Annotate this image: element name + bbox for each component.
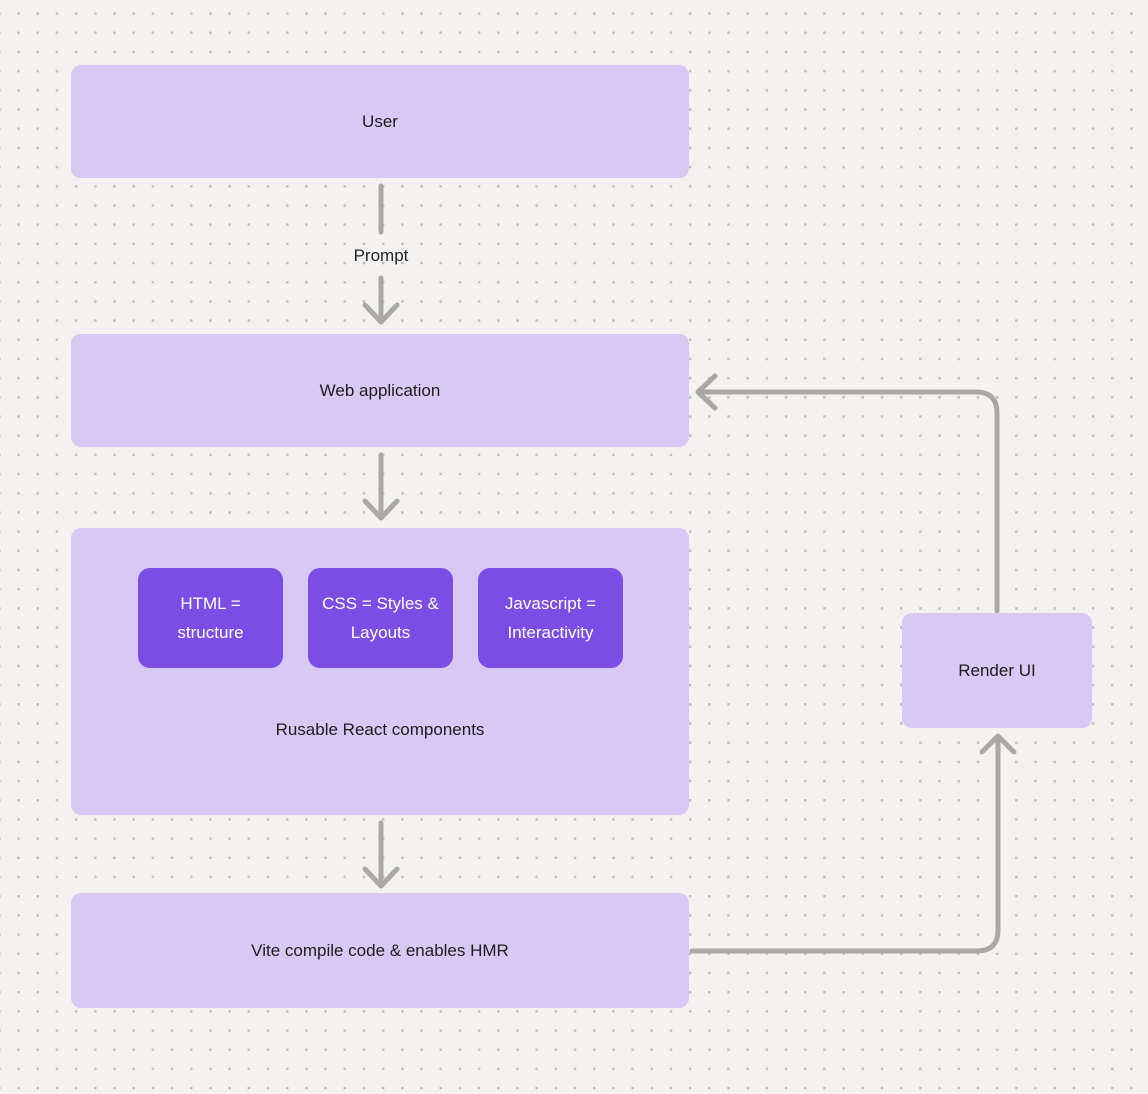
arrow-webapp-to-components: [362, 452, 400, 521]
arrowhead-up-icon: [979, 733, 1017, 755]
node-user[interactable]: User: [71, 65, 689, 178]
node-user-label: User: [362, 111, 398, 131]
arrow-vite-to-render-ui-path: [689, 737, 1001, 954]
arrow-render-ui-to-webapp: [695, 373, 1000, 614]
node-html[interactable]: HTML = structure: [138, 568, 283, 668]
arrowhead-down-icon: [362, 866, 400, 889]
node-render-ui-label: Render UI: [958, 660, 1036, 680]
arrow-render-ui-to-webapp-path: [697, 389, 1000, 614]
node-html-label: HTML = structure: [177, 594, 244, 642]
node-css[interactable]: CSS = Styles & Layouts: [308, 568, 453, 668]
node-javascript-label: Javascript = Interactivity: [504, 594, 597, 642]
arrow-vite-to-render-ui: [689, 733, 1017, 954]
components-group-label: Rusable React components: [275, 720, 485, 739]
node-javascript[interactable]: Javascript = Interactivity: [478, 568, 623, 668]
arrow-components-to-vite: [362, 820, 400, 889]
node-vite-label: Vite compile code & enables HMR: [251, 940, 509, 960]
arrowhead-down-icon: [362, 302, 400, 325]
arrowhead-down-icon: [362, 498, 400, 521]
node-css-label: CSS = Styles & Layouts: [322, 594, 439, 642]
node-vite[interactable]: Vite compile code & enables HMR: [71, 893, 689, 1008]
node-render-ui[interactable]: Render UI: [902, 613, 1092, 728]
arrowhead-left-icon: [695, 373, 718, 411]
node-web-application-label: Web application: [319, 380, 441, 400]
edge-label-prompt: Prompt: [353, 246, 409, 265]
node-web-application[interactable]: Web application: [71, 334, 689, 447]
